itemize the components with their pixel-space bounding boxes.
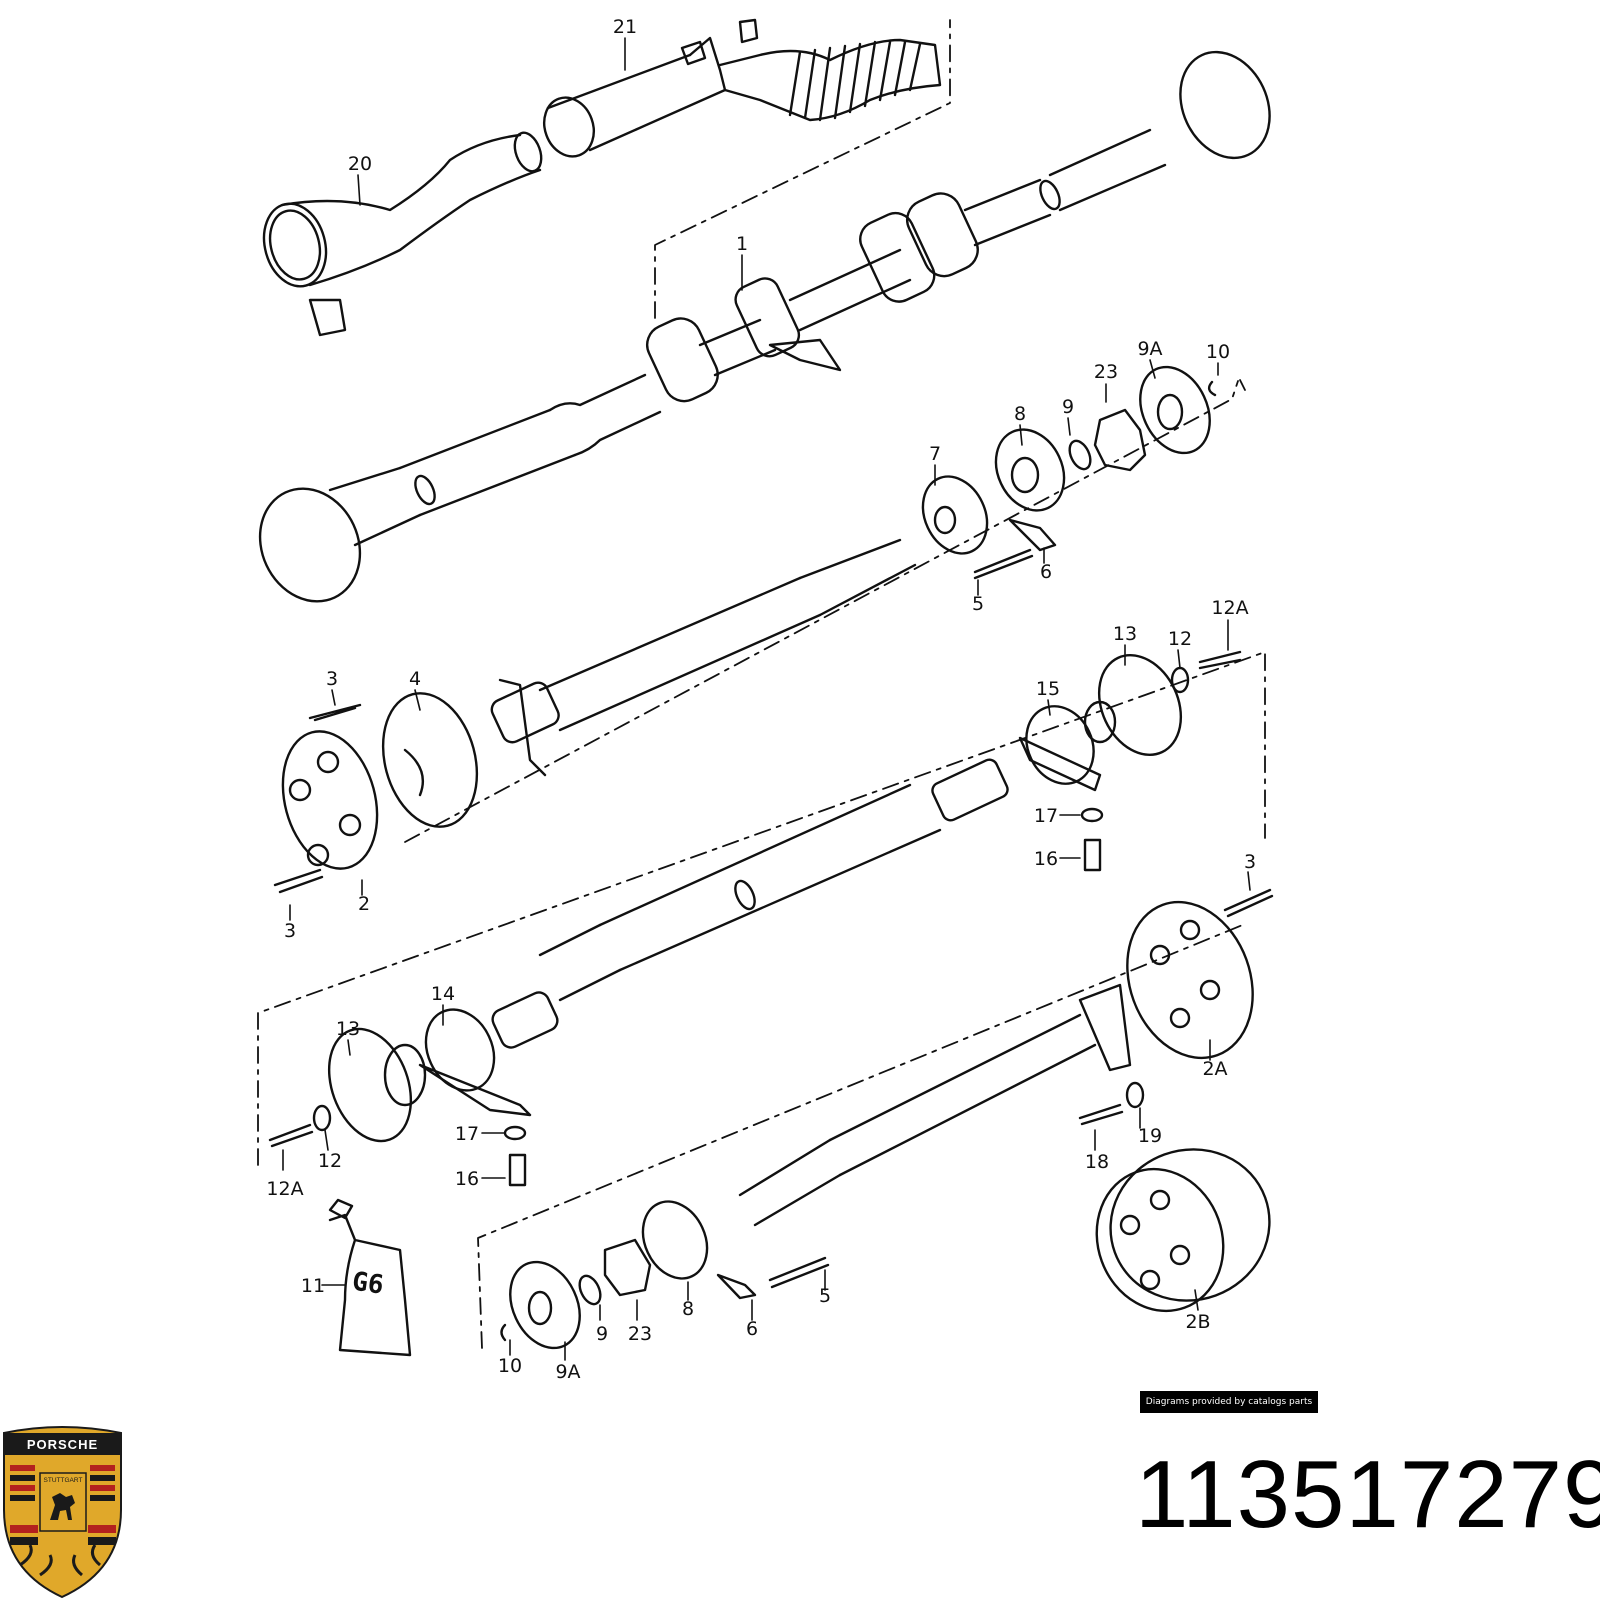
- callout-3-b: 3: [284, 920, 296, 942]
- callout-2B: 2B: [1185, 1311, 1210, 1333]
- callout-13-top: 13: [1113, 623, 1137, 645]
- part-number: 113517279: [1135, 1441, 1600, 1548]
- callout-5-top: 5: [972, 593, 984, 615]
- exhaust-pipe-20: [262, 131, 543, 337]
- bearing-cluster-upper: [921, 365, 1217, 580]
- callout-17-top: 17: [1034, 805, 1058, 827]
- callout-12A-top: 12A: [1211, 597, 1248, 619]
- bearing-cluster-lower: [500, 1200, 830, 1350]
- callout-8-top: 8: [1014, 403, 1026, 425]
- brand-crest-logo: PORSCHE STUTTGART: [3, 1426, 122, 1599]
- callout-5-bot: 5: [819, 1285, 831, 1307]
- callout-20: 20: [348, 153, 372, 175]
- crest-stripes: [10, 1465, 116, 1545]
- callout-21: 21: [613, 16, 637, 38]
- callout-17-bot: 17: [455, 1123, 479, 1145]
- grease-tube-label: G6: [350, 1267, 385, 1301]
- callout-11: 11: [301, 1275, 325, 1297]
- callout-12A-bot: 12A: [266, 1178, 303, 1200]
- callout-13-bot: 13: [336, 1018, 360, 1040]
- callout-7: 7: [929, 443, 941, 465]
- flange-4: [381, 692, 479, 828]
- callout-9A-top: 9A: [1137, 338, 1162, 360]
- callout-23-top: 23: [1094, 361, 1118, 383]
- callout-3-a: 3: [326, 668, 338, 690]
- crest-city-text: STUTTGART: [44, 1477, 83, 1484]
- flange-cluster-upper-right: [1018, 650, 1242, 872]
- grease-tube-11: [328, 1198, 412, 1357]
- callout-9-bot: 9: [596, 1323, 608, 1345]
- crest-brand-text: PORSCHE: [27, 1437, 98, 1452]
- callout-15: 15: [1036, 678, 1060, 700]
- callout-12-top: 12: [1168, 628, 1192, 650]
- antler-icon: [19, 1544, 101, 1577]
- propeller-shaft-1: [258, 50, 1271, 603]
- flex-disc-2: [273, 703, 379, 894]
- callout-6-bot: 6: [746, 1318, 758, 1340]
- propeller-shaft-middle: [490, 538, 917, 777]
- callout-8-bot: 8: [682, 1298, 694, 1320]
- callout-4: 4: [409, 668, 421, 690]
- callout-1: 1: [736, 233, 748, 255]
- flex-disc-2b: [1095, 1148, 1271, 1313]
- credit-badge: Diagrams provided by catalogs parts: [1140, 1391, 1318, 1413]
- callout-14: 14: [431, 983, 455, 1005]
- callout-2: 2: [358, 893, 370, 915]
- propeller-shaft-lower: [738, 888, 1274, 1227]
- propeller-shaft-center: [491, 758, 1009, 1049]
- callout-12-bot: 12: [318, 1150, 342, 1172]
- callout-16-bot: 16: [455, 1168, 479, 1190]
- leader-lines: [282, 37, 1251, 1361]
- callout-10-bot: 10: [498, 1355, 522, 1377]
- callout-10-top: 10: [1206, 341, 1230, 363]
- callout-2A: 2A: [1202, 1058, 1227, 1080]
- callout-6-top: 6: [1040, 561, 1052, 583]
- exhaust-pipe-21: [543, 18, 942, 158]
- horse-icon: [50, 1493, 75, 1520]
- callout-18: 18: [1085, 1151, 1109, 1173]
- divider-lines: [257, 19, 1266, 1349]
- callout-19: 19: [1138, 1125, 1162, 1147]
- flange-cluster-lower-left: [268, 1008, 532, 1187]
- callout-9A-bot: 9A: [555, 1361, 580, 1383]
- callout-9-top: 9: [1062, 396, 1074, 418]
- callout-3-c: 3: [1244, 851, 1256, 873]
- callout-23-bot: 23: [628, 1323, 652, 1345]
- callout-16-top: 16: [1034, 848, 1058, 870]
